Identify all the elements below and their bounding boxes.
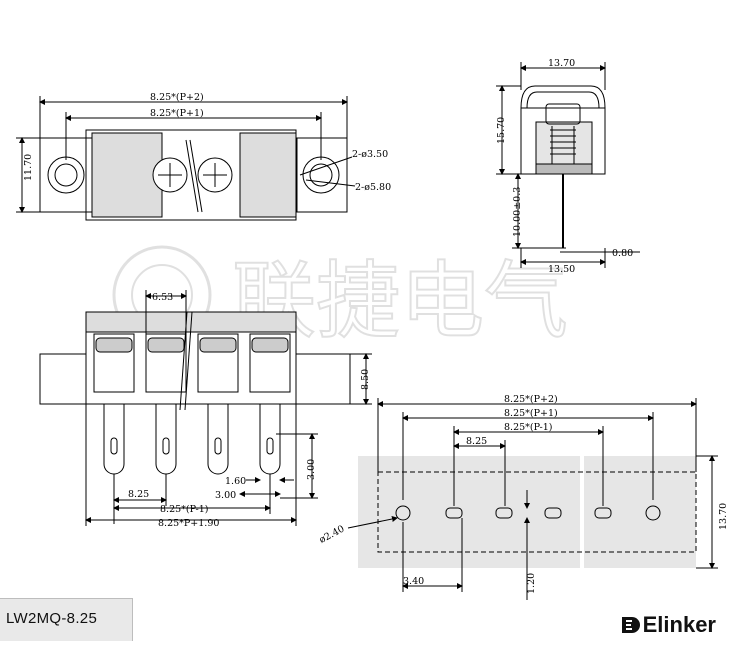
pin-thk-label: 0.80 bbox=[612, 248, 633, 259]
right-flange bbox=[296, 137, 348, 213]
pcb-offset-label: 3.40 bbox=[403, 576, 424, 587]
front-pitch-label: 8.25 bbox=[128, 489, 149, 500]
pcb-overall-label: 8.25*(P+2) bbox=[504, 394, 558, 405]
side-width-label: 13.70 bbox=[548, 58, 575, 69]
pcb-hole-label: ø2.40 bbox=[318, 523, 347, 545]
pin-pitch-label: 3.00 bbox=[215, 490, 236, 501]
screw-dim-label: 6.53 bbox=[152, 292, 173, 303]
right-hole-outer bbox=[302, 156, 340, 194]
side-view bbox=[496, 62, 640, 268]
front-height-label: 8.50 bbox=[360, 369, 371, 390]
pin-length-label: 10.00±0.3 bbox=[512, 187, 523, 237]
pcb-view bbox=[347, 398, 718, 600]
brand-logo: Elinker bbox=[620, 612, 716, 638]
front-overall-label: 8.25*P+1.90 bbox=[158, 518, 219, 529]
model-panel: LW2MQ-8.25 bbox=[0, 598, 133, 641]
pin-h-label: 3.00 bbox=[306, 459, 317, 480]
top-view bbox=[16, 96, 356, 221]
front-span-label: 8.25*(P-1) bbox=[160, 504, 208, 515]
front-pins bbox=[103, 404, 281, 475]
hole-large-label: 2-ø5.80 bbox=[355, 182, 391, 193]
top-height-label: 11.70 bbox=[23, 154, 34, 181]
front-terminals bbox=[93, 333, 291, 393]
brand-mark-icon bbox=[621, 617, 640, 633]
pin-w-label: 1.60 bbox=[225, 476, 246, 487]
pcb-height-label: 13.70 bbox=[718, 503, 729, 530]
top-inner-label: 8.25*(P+1) bbox=[150, 108, 204, 119]
pcb-pitch-label: 8.25 bbox=[466, 436, 487, 447]
brand-name: Elinker bbox=[642, 612, 716, 637]
side-height-label: 15.70 bbox=[496, 117, 507, 144]
left-hole-outer bbox=[47, 156, 85, 194]
front-view bbox=[39, 290, 372, 526]
model-label: LW2MQ-8.25 bbox=[6, 610, 98, 627]
hole-small-label: 2-ø3.50 bbox=[352, 149, 388, 160]
pcb-slot-label: 1.20 bbox=[526, 573, 537, 594]
pcb-span-label: 8.25*(P-1) bbox=[504, 422, 552, 433]
side-base-label: 13.50 bbox=[548, 264, 575, 275]
pcb-inner-label: 8.25*(P+1) bbox=[504, 408, 558, 419]
top-overall-label: 8.25*(P+2) bbox=[150, 92, 204, 103]
